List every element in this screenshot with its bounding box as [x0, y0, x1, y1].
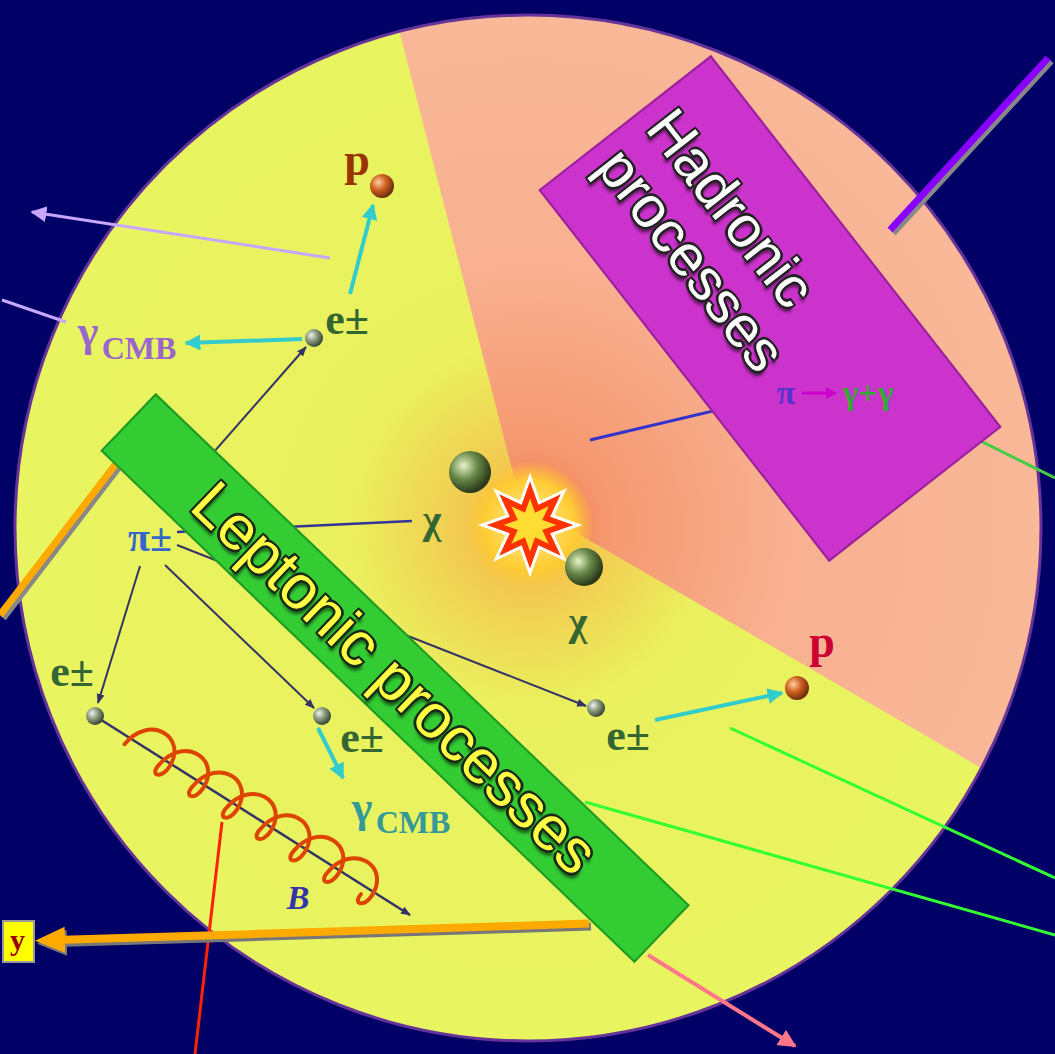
leader-line: [2, 300, 66, 322]
particle-label: π±: [128, 515, 172, 561]
particle-label: γ: [352, 783, 373, 834]
particle-label: e±: [325, 295, 369, 346]
scatter-arrow: [186, 339, 302, 343]
leader-line: [890, 58, 1048, 230]
neutralino-ball: [565, 548, 603, 586]
scatter-arrow: [318, 728, 343, 778]
particle-label: p: [344, 134, 370, 187]
annihilation-burst: [482, 477, 578, 573]
electron-ball: [86, 707, 104, 725]
particle-label: p: [809, 616, 835, 669]
reaction-arrow-shaft: [802, 392, 828, 395]
electron-ball: [313, 707, 331, 725]
particle-label: e±: [50, 647, 94, 698]
neutralino-ball: [449, 451, 491, 493]
electron-ball: [587, 699, 605, 717]
leader-shadow: [893, 61, 1051, 233]
scatter-arrow: [350, 205, 373, 294]
annihilation-core: [504, 499, 557, 552]
electron-ball: [305, 329, 323, 347]
leader-arrow: [32, 212, 330, 258]
particle-label: γ+γ: [842, 373, 893, 412]
reaction-arrow: [800, 385, 840, 401]
leader-arrow: [648, 955, 795, 1046]
proton-ball: [785, 676, 809, 700]
particle-label: CMB: [102, 330, 177, 367]
particle-label: χ: [569, 599, 587, 645]
scatter-arrow: [655, 693, 782, 720]
band-text: y: [10, 923, 25, 958]
output-box: y: [2, 920, 35, 963]
particle-label: e±: [606, 711, 650, 762]
particle-label: π: [777, 373, 796, 412]
proton-ball: [370, 174, 394, 198]
decay-arrow: [98, 566, 140, 703]
particle-label: CMB: [376, 804, 451, 841]
particle-label: e±: [340, 713, 384, 764]
particle-label: B: [287, 878, 310, 917]
particle-label: χ: [423, 497, 441, 543]
leader-line: [0, 452, 125, 615]
leader-shadow: [3, 455, 128, 618]
particle-label: γ: [78, 307, 99, 358]
flow-arrow: [55, 924, 589, 941]
